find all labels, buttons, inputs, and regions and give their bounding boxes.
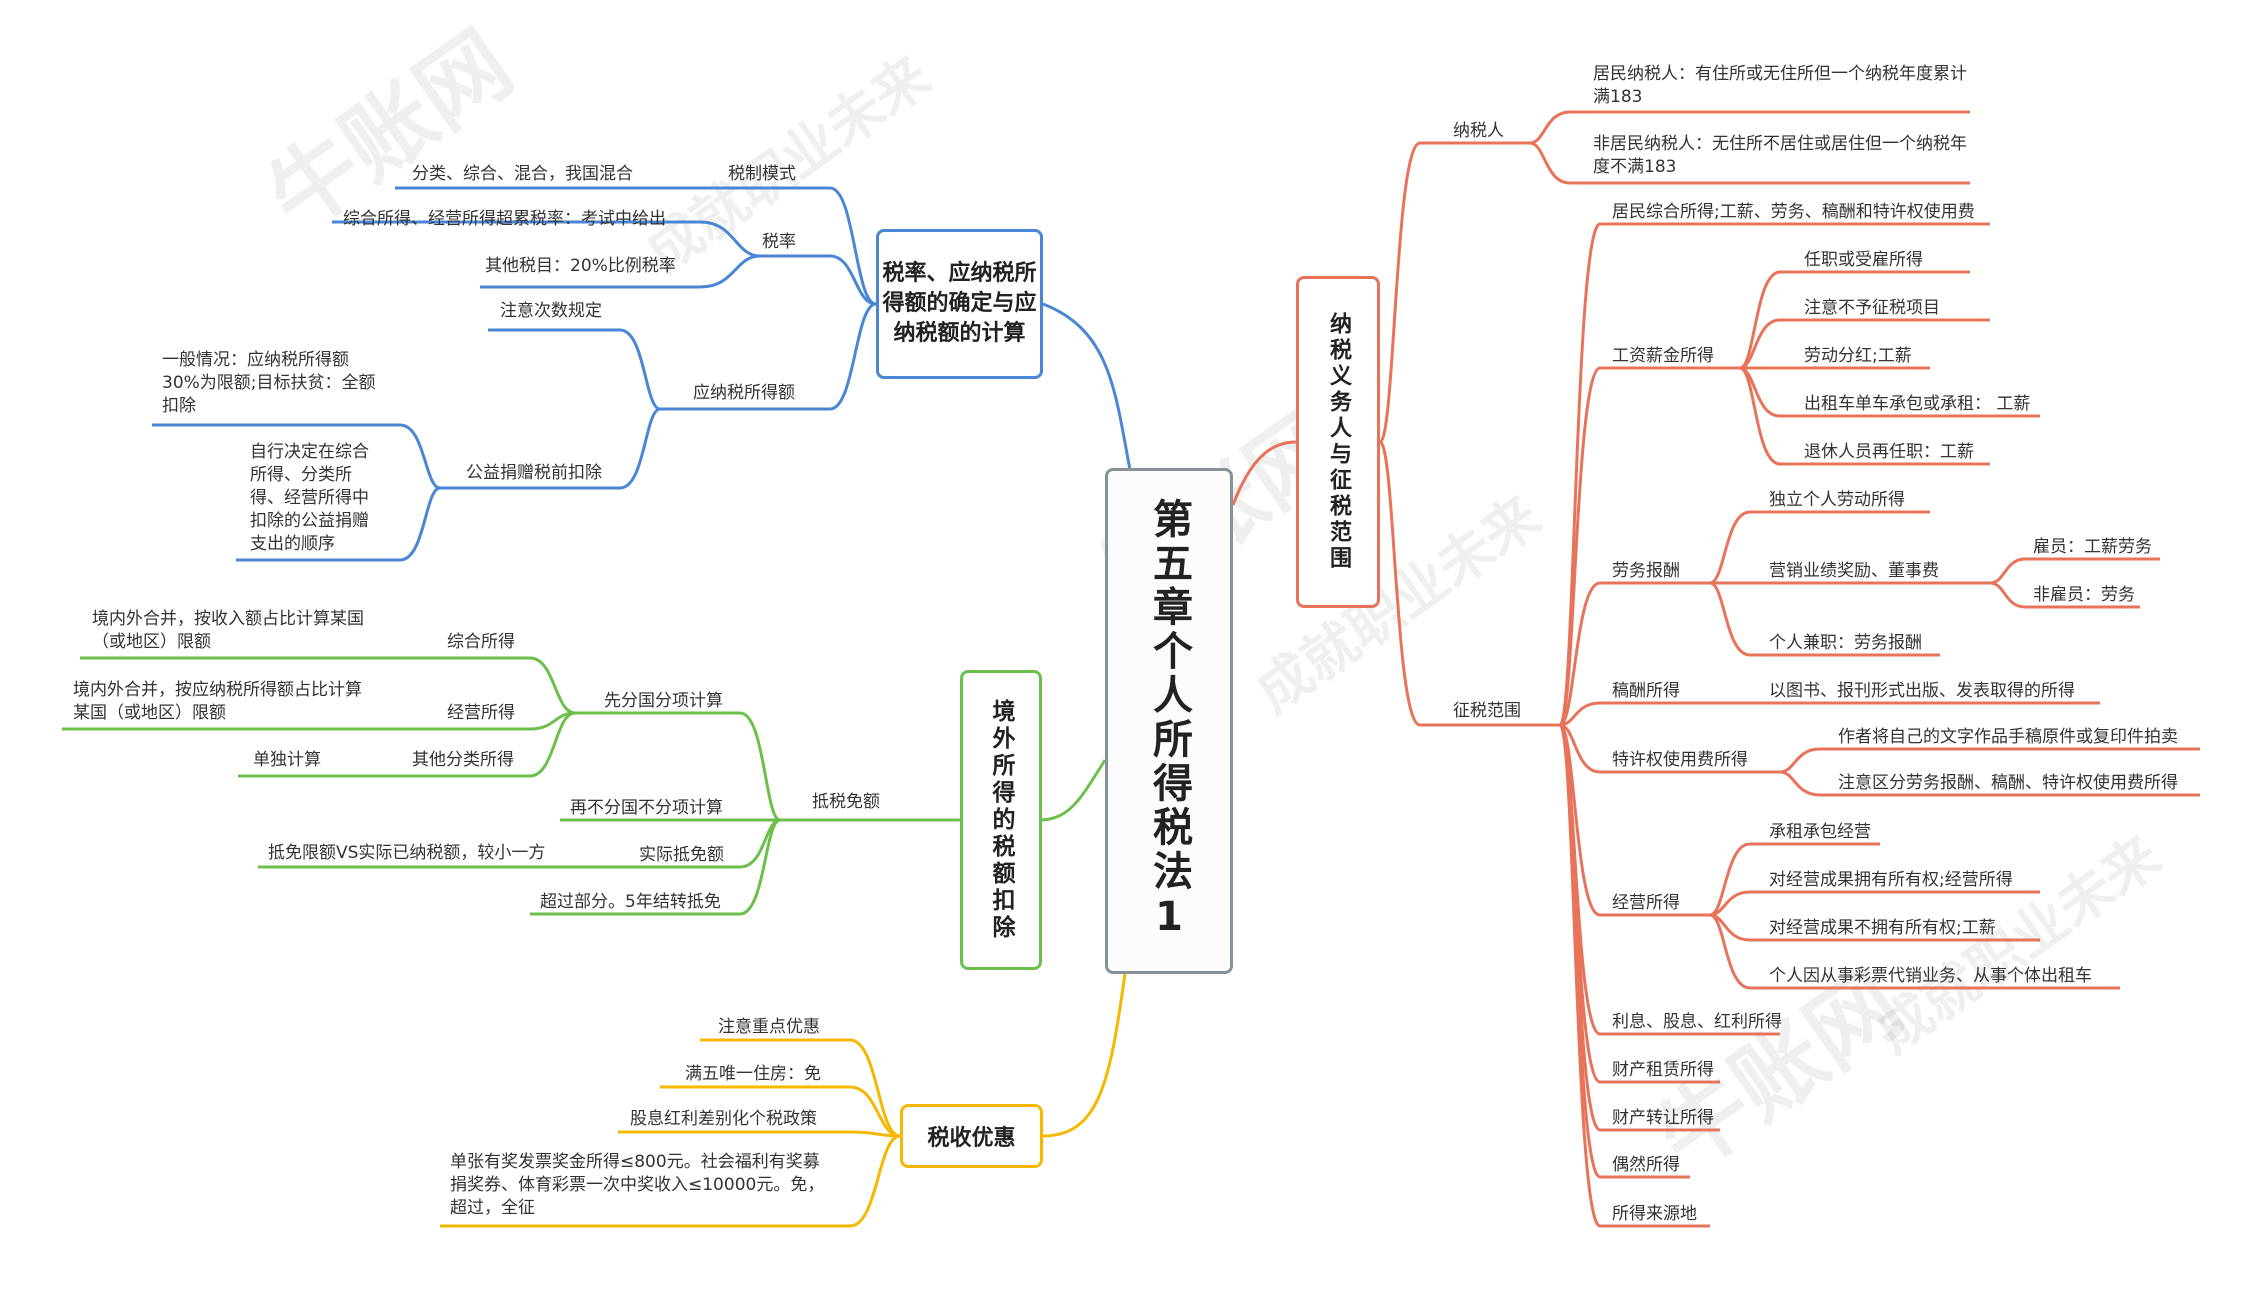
node-franchise-item[interactable]: 注意区分劳务报酬、稿酬、特许权使用费所得 xyxy=(1838,773,2178,793)
node-nonresident[interactable]: 非居民纳税人：无住所不居住或居住但一个纳税年度不满183 xyxy=(1593,134,1967,177)
node-wage-item[interactable]: 注意不予征税项目 xyxy=(1804,298,1940,318)
connector-root-overseas xyxy=(1041,759,1107,822)
node-business-item[interactable]: 对经营成果不拥有所有权;工薪 xyxy=(1769,918,1996,938)
root-topic[interactable]: 第五章个人所得税法1 xyxy=(1105,468,1233,974)
node-rate-item[interactable]: 综合所得、经营所得超累税率：考试中给出 xyxy=(343,209,666,229)
node-housing-exempt[interactable]: 满五唯一住房：免 xyxy=(685,1064,821,1084)
node-labor-sales[interactable]: 营销业绩奖励、董事费 xyxy=(1769,561,1939,581)
topic-tax-preference[interactable]: 税收优惠 xyxy=(900,1104,1043,1168)
node-taxpayer[interactable]: 纳税人 xyxy=(1453,121,1504,141)
node-resident[interactable]: 居民纳税人：有住所或无住所但一个纳税年度累计满183 xyxy=(1593,64,1967,107)
node-incidental-income[interactable]: 偶然所得 xyxy=(1612,1155,1680,1175)
node-actual-credit-detail[interactable]: 抵免限额VS实际已纳税额，较小一方 xyxy=(268,843,546,863)
root-title: 第五章个人所得税法1 xyxy=(1146,498,1192,944)
node-business-detail[interactable]: 境内外合并，按应纳税所得额占比计算某国（或地区）限额 xyxy=(73,680,362,723)
node-income-source[interactable]: 所得来源地 xyxy=(1612,1204,1697,1224)
node-donation-order[interactable]: 自行决定在综合所得、分类所得、经营所得中扣除的公益捐赠支出的顺序 xyxy=(250,442,369,554)
node-wage-item[interactable]: 出租车单车承包或承租： 工薪 xyxy=(1804,394,2031,414)
node-business[interactable]: 经营所得 xyxy=(447,703,515,723)
node-key-preference[interactable]: 注意重点优惠 xyxy=(718,1017,820,1037)
topic-rate-calculation-title: 税率、应纳税所得额的确定与应纳税额的计算 xyxy=(882,261,1037,346)
node-donation[interactable]: 公益捐赠税前扣除 xyxy=(466,463,602,483)
topic-tax-preference-title: 税收优惠 xyxy=(927,1126,1016,1151)
node-actual-credit[interactable]: 实际抵免额 xyxy=(639,845,724,865)
node-other-category[interactable]: 其他分类所得 xyxy=(412,750,514,770)
node-franchise[interactable]: 特许权使用费所得 xyxy=(1612,750,1748,770)
node-donation-general[interactable]: 一般情况：应纳税所得额30%为限额;目标扶贫：全额扣除 xyxy=(162,350,376,416)
node-wage-item[interactable]: 劳动分红;工薪 xyxy=(1804,346,1912,366)
connector-root-rate xyxy=(1042,302,1132,471)
node-dividend-policy[interactable]: 股息红利差别化个税政策 xyxy=(630,1109,817,1129)
node-tax-pattern-detail[interactable]: 分类、综合、混合，我国混合 xyxy=(412,164,633,184)
node-rate-item[interactable]: 其他税目：20%比例税率 xyxy=(485,256,676,276)
topic-taxpayer-scope[interactable]: 纳税义务人与征税范围 xyxy=(1296,276,1380,608)
node-rate[interactable]: 税率 xyxy=(762,232,796,252)
node-labor-independent[interactable]: 独立个人劳动所得 xyxy=(1769,490,1905,510)
node-scope[interactable]: 征税范围 xyxy=(1453,701,1521,721)
node-royalty-detail[interactable]: 以图书、报刊形式出版、发表取得的所得 xyxy=(1769,681,2075,701)
node-credit[interactable]: 抵税免额 xyxy=(812,792,880,812)
node-times-rule[interactable]: 注意次数规定 xyxy=(500,301,602,321)
node-property-transfer[interactable]: 财产转让所得 xyxy=(1612,1108,1714,1128)
node-labor-part-time[interactable]: 个人兼职：劳务报酬 xyxy=(1769,633,1922,653)
node-wage-item[interactable]: 任职或受雇所得 xyxy=(1804,250,1923,270)
node-interest-dividend[interactable]: 利息、股息、红利所得 xyxy=(1612,1012,1782,1032)
node-labor-non-employee[interactable]: 非雇员：劳务 xyxy=(2033,585,2135,605)
node-by-country[interactable]: 先分国分项计算 xyxy=(604,691,723,711)
node-labor-employee[interactable]: 雇员：工薪劳务 xyxy=(2033,537,2152,557)
topic-overseas-credit-title: 境外所得的税额扣除 xyxy=(988,698,1014,942)
node-lottery-exempt[interactable]: 单张有奖发票奖金所得≤800元。社会福利有奖募捐奖券、体育彩票一次中奖收入≤10… xyxy=(450,1152,825,1218)
node-separate-calc[interactable]: 单独计算 xyxy=(253,750,321,770)
topic-rate-calculation[interactable]: 税率、应纳税所得额的确定与应纳税额的计算 xyxy=(876,229,1043,379)
node-wage-item[interactable]: 退休人员再任职：工薪 xyxy=(1804,442,1974,462)
topic-overseas-credit[interactable]: 境外所得的税额扣除 xyxy=(960,670,1042,970)
node-business-item[interactable]: 承租承包经营 xyxy=(1769,822,1871,842)
topic-taxpayer-scope-title: 纳税义务人与征税范围 xyxy=(1326,312,1351,572)
node-franchise-item[interactable]: 作者将自己的文字作品手稿原件或复印件拍卖 xyxy=(1838,727,2178,747)
node-comprehensive-detail[interactable]: 境内外合并，按收入额占比计算某国（或地区）限额 xyxy=(92,609,364,652)
node-royalty[interactable]: 稿酬所得 xyxy=(1612,681,1680,701)
node-excess-carryover[interactable]: 超过部分。5年结转抵免 xyxy=(540,892,721,912)
node-tax-pattern[interactable]: 税制模式 xyxy=(728,164,796,184)
node-business-item[interactable]: 对经营成果拥有所有权;经营所得 xyxy=(1769,870,2013,890)
node-comprehensive[interactable]: 综合所得 xyxy=(447,632,515,652)
node-comprehensive-income[interactable]: 居民综合所得;工薪、劳务、稿酬和特许权使用费 xyxy=(1612,202,1975,222)
node-taxable-income[interactable]: 应纳税所得额 xyxy=(693,383,795,403)
node-wage[interactable]: 工资薪金所得 xyxy=(1612,346,1714,366)
node-business-item[interactable]: 个人因从事彩票代销业务、从事个体出租车 xyxy=(1769,966,2092,986)
node-labor[interactable]: 劳务报酬 xyxy=(1612,561,1680,581)
connector-root-taxpayer xyxy=(1231,440,1297,506)
node-business-income[interactable]: 经营所得 xyxy=(1612,893,1680,913)
node-no-split[interactable]: 再不分国不分项计算 xyxy=(570,798,723,818)
node-property-lease[interactable]: 财产租赁所得 xyxy=(1612,1060,1714,1080)
connector-root-pref xyxy=(1042,973,1127,1138)
